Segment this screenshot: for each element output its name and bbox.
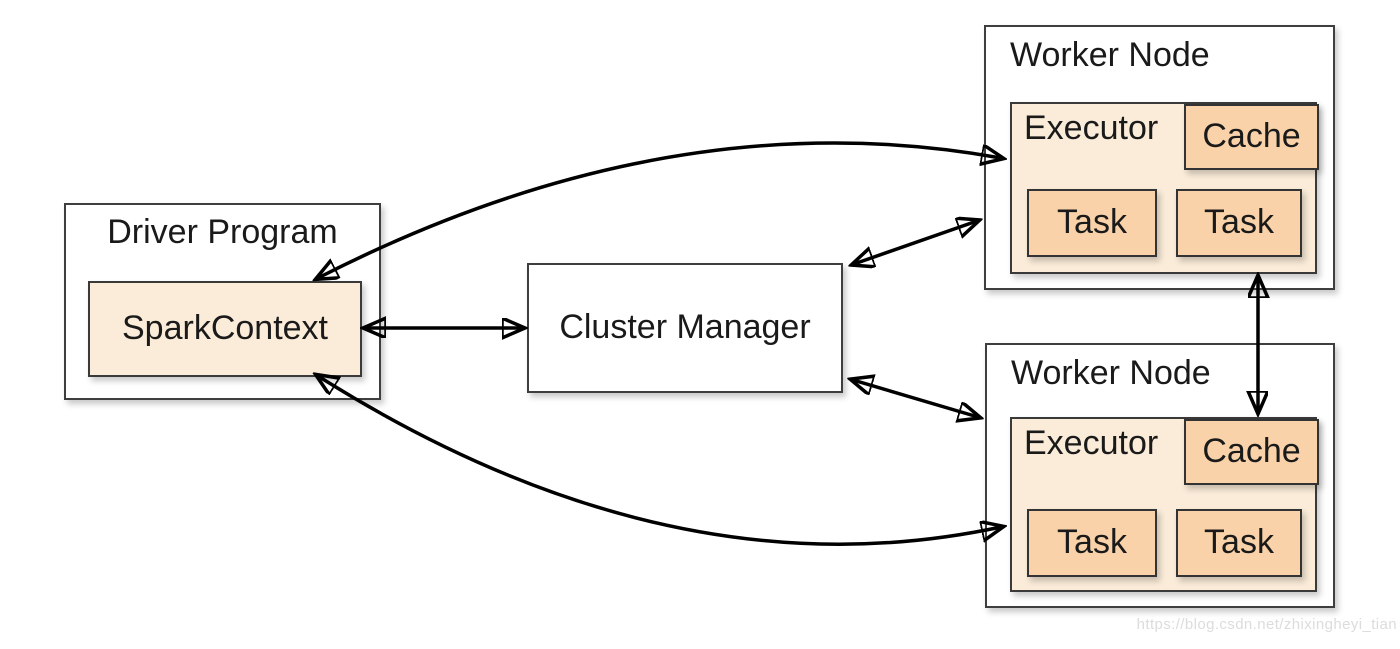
worker-node-2-executor-box: Executor Cache Task Task: [1010, 417, 1319, 592]
arrow-clustermanager-worker1: [854, 221, 977, 264]
worker-node-1-task-2-box: Task: [1176, 189, 1302, 257]
worker-node-1-executor-box: Executor Cache Task Task: [1010, 102, 1319, 274]
worker-node-1-cache-label: Cache: [1202, 117, 1301, 156]
worker-node-2-task-2-label: Task: [1204, 523, 1274, 562]
worker-node-2-executor-label: Executor: [1024, 424, 1159, 462]
worker-node-1-task-1-label: Task: [1057, 203, 1127, 242]
cluster-manager-label: Cluster Manager: [559, 308, 811, 347]
spark-context-label: SparkContext: [122, 309, 328, 348]
worker-node-1-task-1-box: Task: [1027, 189, 1157, 257]
worker-node-2-cache-box: Cache: [1184, 419, 1319, 485]
worker-node-1-executor-label: Executor: [1024, 109, 1159, 147]
worker-node-1-title: Worker Node: [1010, 36, 1210, 74]
worker-node-2-cache-label: Cache: [1202, 432, 1301, 471]
spark-context-box: SparkContext: [88, 281, 362, 377]
arrow-sparkcontext-worker2: [318, 376, 1001, 546]
driver-program-title: Driver Program: [107, 213, 338, 251]
worker-node-1-cache-box: Cache: [1184, 104, 1319, 170]
worker-node-2-task-1-box: Task: [1027, 509, 1157, 577]
worker-node-1-box: Worker Node Executor Cache Task Task: [984, 25, 1335, 290]
driver-program-box: Driver Program SparkContext: [64, 203, 381, 400]
cluster-manager-box: Cluster Manager: [527, 263, 843, 393]
worker-node-1-task-2-label: Task: [1204, 203, 1274, 242]
worker-node-2-task-2-box: Task: [1176, 509, 1302, 577]
worker-node-2-task-1-label: Task: [1057, 523, 1127, 562]
arrow-sparkcontext-worker1: [318, 141, 1001, 278]
arrow-clustermanager-worker2: [853, 380, 978, 417]
watermark: https://blog.csdn.net/zhixingheyi_tian: [1136, 616, 1397, 633]
worker-node-2-box: Worker Node Executor Cache Task Task: [985, 343, 1335, 608]
worker-node-2-title: Worker Node: [1011, 354, 1211, 392]
